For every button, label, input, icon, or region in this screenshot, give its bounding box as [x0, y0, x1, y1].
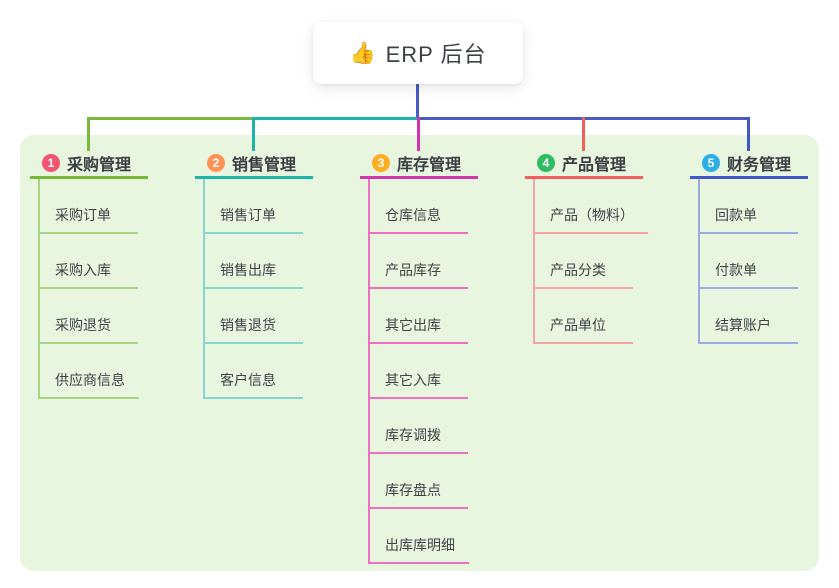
branch-node[interactable]: 5 财务管理: [690, 150, 808, 179]
leaf-node[interactable]: 销售出库: [203, 234, 303, 289]
thumbs-up-icon: 👍: [349, 41, 376, 65]
leaf-label: 付款单: [715, 262, 757, 278]
drop-line-产品管理: [582, 117, 585, 151]
leaf-node[interactable]: 库存盘点: [368, 454, 468, 509]
leaf-label: 结算账户: [715, 317, 771, 333]
leaf-node[interactable]: 销售退货: [203, 289, 303, 344]
branch-财务管理: 5 财务管理回款单付款单结算账户: [690, 150, 808, 344]
leaf-node[interactable]: 产品库存: [368, 234, 468, 289]
leaf-label: 采购订单: [55, 207, 111, 223]
leaf-node[interactable]: 结算账户: [698, 289, 798, 344]
leaf-label: 产品库存: [385, 262, 441, 278]
root-node[interactable]: 👍 ERP 后台: [313, 22, 523, 84]
bus-line-left: [88, 117, 254, 120]
leaf-label: 其它出库: [385, 317, 441, 333]
leaf-node[interactable]: 产品单位: [533, 289, 633, 344]
branch-label: 产品管理: [562, 157, 627, 174]
leaf-label: 销售退货: [220, 317, 276, 333]
branch-销售管理: 2 销售管理销售订单销售出库销售退货客户信息: [195, 150, 313, 399]
leaf-node[interactable]: 回款单: [698, 179, 798, 234]
branch-node[interactable]: 3 库存管理: [360, 150, 478, 179]
leaf-node[interactable]: 其它出库: [368, 289, 468, 344]
root-connector-line: [416, 84, 419, 117]
branch-采购管理: 1 采购管理采购订单采购入库采购退货供应商信息: [30, 150, 148, 399]
leaf-node[interactable]: 产品分类: [533, 234, 633, 289]
items-connector-line: [698, 179, 700, 342]
branch-items: 仓库信息产品库存其它出库其它入库库存调拨库存盘点出库库明细: [368, 179, 478, 564]
leaf-label: 库存盘点: [385, 482, 441, 498]
branch-产品管理: 4 产品管理产品（物料） 产品分类产品单位: [525, 150, 648, 344]
drop-line-销售管理: [252, 117, 255, 151]
leaf-node[interactable]: 采购入库: [38, 234, 138, 289]
branch-items: 回款单付款单结算账户: [698, 179, 808, 344]
leaf-node[interactable]: 销售订单: [203, 179, 303, 234]
items-connector-line: [533, 179, 535, 342]
root-title: ERP 后台: [385, 42, 487, 67]
items-connector-line: [203, 179, 205, 397]
leaf-label: 采购入库: [55, 262, 111, 278]
branch-node[interactable]: 1 采购管理: [30, 150, 148, 179]
leaf-node[interactable]: 出库库明细: [368, 509, 469, 564]
branch-items: 采购订单采购入库采购退货供应商信息: [38, 179, 148, 399]
leaf-label: 产品单位: [550, 317, 606, 333]
branch-number-badge: 4: [537, 154, 555, 172]
drop-line-库存管理: [417, 117, 420, 151]
branch-库存管理: 3 库存管理仓库信息产品库存其它出库其它入库库存调拨库存盘点出库库明细: [360, 150, 478, 564]
leaf-node[interactable]: 产品（物料）: [533, 179, 648, 234]
leaf-label: 销售订单: [220, 207, 276, 223]
branch-number-badge: 5: [702, 154, 720, 172]
branch-node[interactable]: 2 销售管理: [195, 150, 313, 179]
branch-label: 财务管理: [727, 157, 792, 174]
branch-number-badge: 1: [42, 154, 60, 172]
leaf-node[interactable]: 库存调拨: [368, 399, 468, 454]
branches-panel: [20, 135, 819, 571]
leaf-label: 产品分类: [550, 262, 606, 278]
branch-label: 采购管理: [67, 157, 132, 174]
bus-line-middle: [254, 117, 417, 120]
leaf-node[interactable]: 客户信息: [203, 344, 303, 399]
leaf-label: 销售出库: [220, 262, 276, 278]
leaf-label: 客户信息: [220, 372, 276, 388]
leaf-node[interactable]: 付款单: [698, 234, 798, 289]
leaf-node[interactable]: 仓库信息: [368, 179, 468, 234]
leaf-label: 其它入库: [385, 372, 441, 388]
leaf-label: 出库库明细: [385, 537, 455, 553]
items-connector-line: [38, 179, 40, 397]
leaf-label: 仓库信息: [385, 207, 441, 223]
branch-label: 库存管理: [397, 157, 462, 174]
leaf-label: 回款单: [715, 207, 757, 223]
leaf-label: 产品（物料）: [550, 207, 634, 223]
branch-label: 销售管理: [232, 157, 297, 174]
drop-line-采购管理: [87, 117, 90, 151]
branch-number-badge: 3: [372, 154, 390, 172]
branch-items: 销售订单销售出库销售退货客户信息: [203, 179, 313, 399]
leaf-node[interactable]: 其它入库: [368, 344, 468, 399]
branch-items: 产品（物料） 产品分类产品单位: [533, 179, 648, 344]
leaf-label: 库存调拨: [385, 427, 441, 443]
leaf-label: 采购退货: [55, 317, 111, 333]
drop-line-财务管理: [747, 117, 750, 151]
branch-number-badge: 2: [207, 154, 225, 172]
leaf-node[interactable]: 采购订单: [38, 179, 138, 234]
leaf-label: 供应商信息: [55, 372, 125, 388]
leaf-node[interactable]: 采购退货: [38, 289, 138, 344]
items-connector-line: [368, 179, 370, 562]
branch-node[interactable]: 4 产品管理: [525, 150, 643, 179]
leaf-node[interactable]: 供应商信息: [38, 344, 139, 399]
